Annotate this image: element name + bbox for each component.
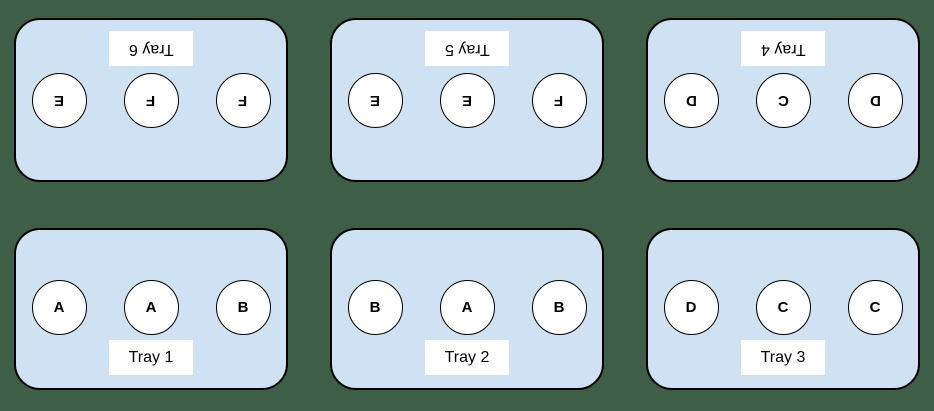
tray-label-text: Tray 4 (760, 40, 806, 58)
slot-letter: B (237, 299, 249, 316)
slot-circle: B (347, 280, 403, 335)
slot-circle: F (531, 73, 587, 128)
tray-label-text: Tray 5 (444, 40, 490, 58)
slot-circle: B (215, 280, 271, 335)
slot-letter: D (685, 92, 697, 109)
tray-1: A A B Tray 1 (14, 228, 288, 390)
tray-6: E F F Tray 6 (14, 18, 288, 182)
slot-circle: D (663, 73, 719, 128)
slot-row: B A B (332, 280, 602, 335)
slot-row: E E F (332, 73, 602, 128)
tray-label: Tray 6 (109, 31, 193, 66)
slot-circle: F (215, 73, 271, 128)
slot-letter: D (685, 299, 697, 316)
tray-label: Tray 3 (741, 340, 825, 375)
slot-letter: C (869, 299, 881, 316)
slot-circle: E (439, 73, 495, 128)
slot-letter: E (53, 92, 64, 109)
tray-4: D C D Tray 4 (646, 18, 920, 182)
slot-letter: A (145, 299, 157, 316)
slot-circle: E (347, 73, 403, 128)
tray-label-text: Tray 3 (760, 348, 806, 366)
slot-letter: A (461, 299, 473, 316)
slot-letter: B (553, 299, 565, 316)
slot-letter: D (869, 92, 881, 109)
slot-circle: F (123, 73, 179, 128)
slot-circle: B (531, 280, 587, 335)
slot-letter: C (777, 92, 789, 109)
slot-circle: A (31, 280, 87, 335)
slot-letter: E (461, 92, 472, 109)
tray-label: Tray 1 (109, 340, 193, 375)
slot-letter: E (369, 92, 380, 109)
tray-label: Tray 5 (425, 31, 509, 66)
slot-circle: A (439, 280, 495, 335)
tray-label: Tray 2 (425, 340, 509, 375)
slot-circle: D (663, 280, 719, 335)
tray-2: B A B Tray 2 (330, 228, 604, 390)
tray-label-text: Tray 6 (128, 40, 174, 58)
slot-row: E F F (16, 73, 286, 128)
slot-row: D C D (648, 73, 918, 128)
slot-letter: F (238, 92, 248, 109)
slot-circle: D (847, 73, 903, 128)
slot-row: A A B (16, 280, 286, 335)
slot-row: D C C (648, 280, 918, 335)
tray-label: Tray 4 (741, 31, 825, 66)
slot-circle: A (123, 280, 179, 335)
slot-circle: C (847, 280, 903, 335)
slot-letter: F (554, 92, 564, 109)
tray-label-text: Tray 1 (128, 348, 174, 366)
slot-circle: C (755, 280, 811, 335)
slot-letter: C (777, 299, 789, 316)
slot-letter: F (146, 92, 156, 109)
tray-3: D C C Tray 3 (646, 228, 920, 390)
tray-label-text: Tray 2 (444, 348, 490, 366)
slot-circle: E (31, 73, 87, 128)
slot-circle: C (755, 73, 811, 128)
tray-5: E E F Tray 5 (330, 18, 604, 182)
slot-letter: B (369, 299, 381, 316)
slot-letter: A (53, 299, 65, 316)
